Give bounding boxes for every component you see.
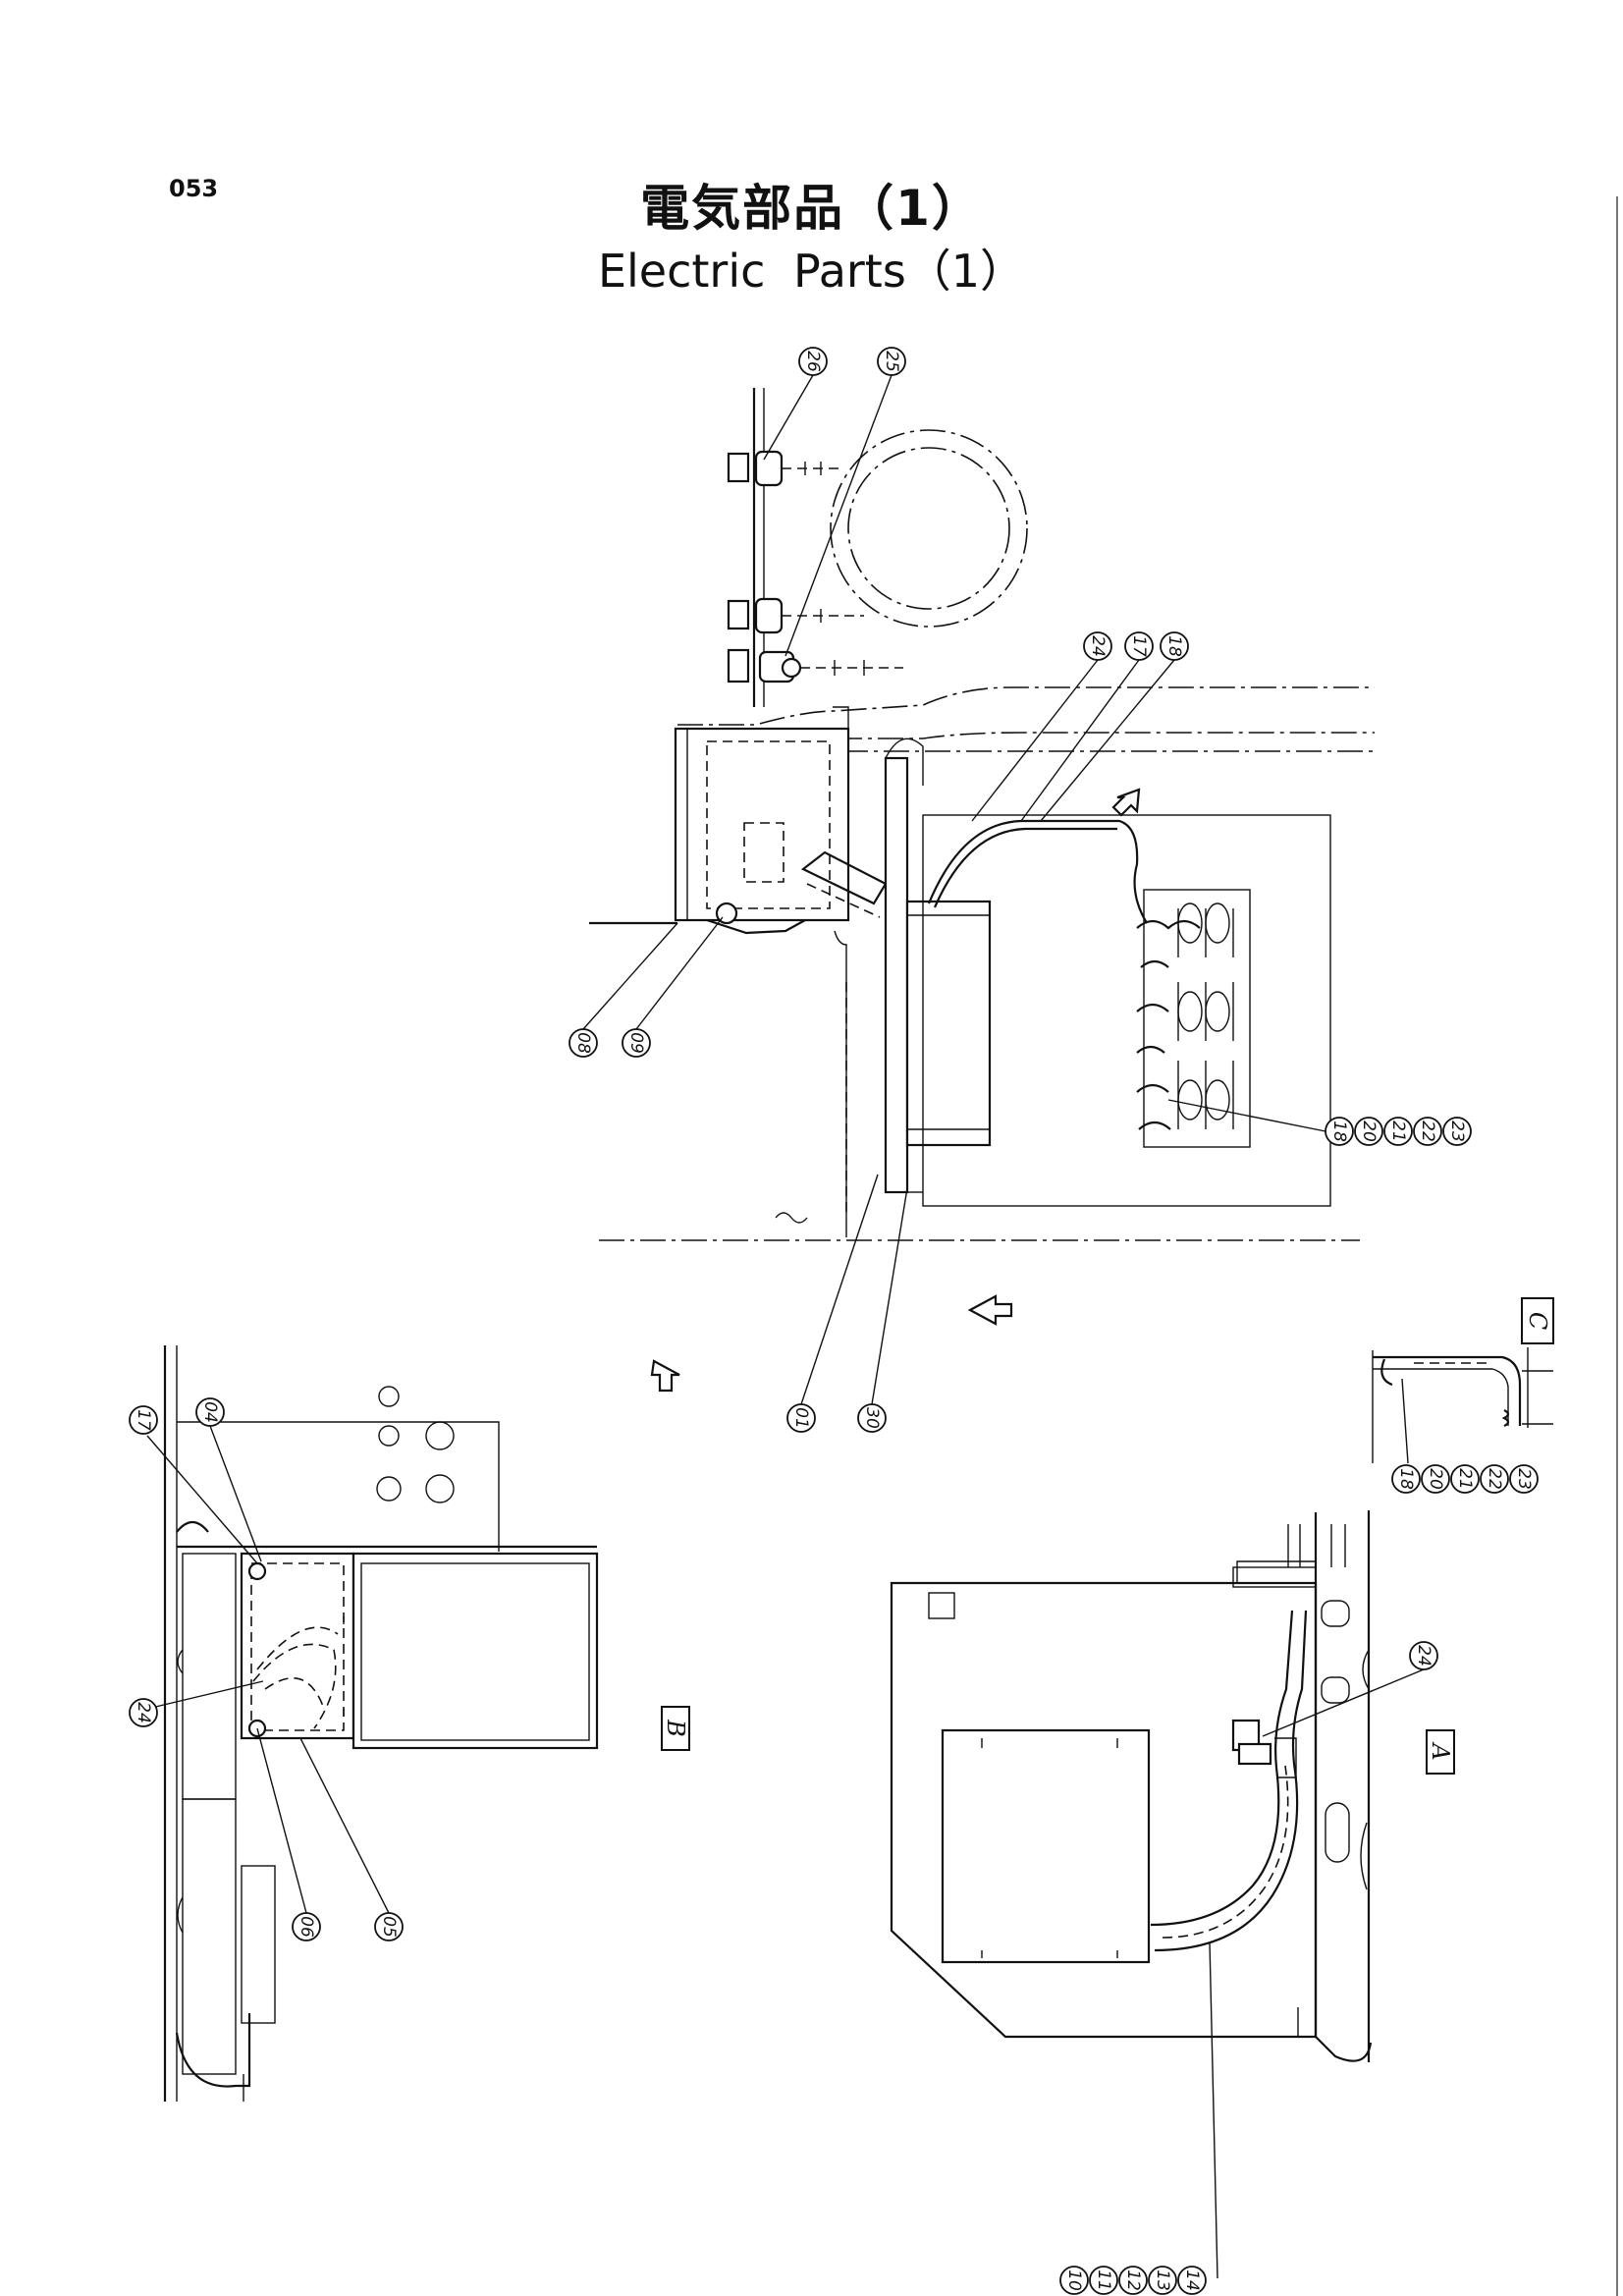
callout-11: 11: [1089, 2266, 1118, 2295]
callout-24-top: 24: [1083, 631, 1112, 661]
callout-13: 13: [1148, 2266, 1177, 2295]
callout-24-b: 24: [129, 1698, 158, 1727]
callout-14: 14: [1177, 2266, 1207, 2295]
callout-18-right: 18: [1325, 1117, 1354, 1146]
svg-text:18: 18: [1164, 635, 1184, 657]
view-b-drawing: [146, 1345, 599, 2102]
view-a-drawing: [890, 1510, 1425, 2279]
svg-text:17: 17: [134, 1409, 153, 1431]
callout-06: 06: [292, 1912, 321, 1941]
svg-text:B: B: [662, 1719, 689, 1737]
view-arrow-a: [967, 1294, 1013, 1326]
svg-text:20: 20: [1426, 1468, 1445, 1490]
svg-text:23: 23: [1447, 1121, 1467, 1142]
svg-text:24: 24: [1088, 635, 1108, 657]
svg-text:20: 20: [1359, 1121, 1379, 1142]
view-label-c: C: [1521, 1297, 1554, 1344]
callout-18-c: 18: [1391, 1464, 1421, 1494]
view-label-a: A: [1426, 1729, 1455, 1775]
page-title-japanese: 電気部品（1）: [640, 180, 983, 237]
svg-text:22: 22: [1485, 1468, 1504, 1490]
svg-text:14: 14: [1182, 2269, 1202, 2291]
svg-text:24: 24: [1414, 1645, 1434, 1667]
svg-text:26: 26: [803, 351, 823, 372]
svg-text:18: 18: [1396, 1468, 1416, 1490]
svg-text:06: 06: [297, 1916, 316, 1938]
svg-text:08: 08: [573, 1032, 593, 1054]
page-edge-rule: [1616, 196, 1618, 2296]
callout-25: 25: [877, 347, 906, 376]
callout-09: 09: [622, 1028, 651, 1058]
callout-23-c: 23: [1509, 1464, 1539, 1494]
page-number: 053: [169, 175, 219, 202]
svg-text:13: 13: [1153, 2269, 1172, 2291]
callout-05: 05: [374, 1912, 404, 1941]
callout-10: 10: [1059, 2266, 1089, 2295]
callout-22-right: 22: [1413, 1117, 1442, 1146]
callout-17-top: 17: [1124, 631, 1154, 661]
page-title-english: Electric Parts（1）: [597, 245, 1026, 298]
callout-26: 26: [798, 347, 828, 376]
callout-21-c: 21: [1450, 1464, 1480, 1494]
callout-23-right: 23: [1442, 1117, 1472, 1146]
svg-text:10: 10: [1064, 2269, 1084, 2291]
view-label-b: B: [661, 1706, 690, 1751]
bolt-upper: [727, 450, 844, 487]
terminal-connectors: [1136, 902, 1234, 1130]
svg-text:21: 21: [1388, 1121, 1408, 1142]
bolt-lower: [727, 648, 903, 683]
svg-text:12: 12: [1123, 2269, 1143, 2291]
svg-text:23: 23: [1514, 1468, 1534, 1490]
callout-18-top: 18: [1160, 631, 1189, 661]
svg-text:18: 18: [1329, 1121, 1349, 1142]
svg-text:09: 09: [626, 1032, 646, 1054]
svg-text:21: 21: [1455, 1468, 1475, 1490]
view-arrow-c: [1111, 788, 1141, 817]
view-c-drawing: [1372, 1347, 1553, 1464]
callout-20-c: 20: [1421, 1464, 1450, 1494]
callout-08: 08: [568, 1028, 598, 1058]
svg-text:01: 01: [791, 1407, 811, 1429]
view-arrow-b: [650, 1359, 680, 1393]
svg-text:17: 17: [1129, 635, 1149, 657]
svg-text:24: 24: [134, 1702, 153, 1723]
callout-22-c: 22: [1480, 1464, 1509, 1494]
bolt-middle: [727, 597, 864, 634]
svg-text:C: C: [1524, 1312, 1551, 1330]
svg-text:22: 22: [1418, 1121, 1437, 1142]
callout-20-right: 20: [1354, 1117, 1383, 1146]
callout-17-b: 17: [129, 1405, 158, 1435]
svg-text:04: 04: [200, 1401, 220, 1423]
svg-text:30: 30: [862, 1407, 882, 1429]
svg-text:A: A: [1427, 1741, 1454, 1760]
callout-12: 12: [1118, 2266, 1148, 2295]
callout-21-right: 21: [1383, 1117, 1413, 1146]
main-assembly-view: [582, 374, 1375, 1405]
svg-text:25: 25: [882, 351, 901, 372]
svg-text:11: 11: [1094, 2269, 1113, 2291]
svg-text:05: 05: [379, 1916, 399, 1938]
callout-04: 04: [195, 1397, 225, 1427]
callout-24-a: 24: [1409, 1641, 1438, 1670]
callout-30: 30: [857, 1403, 887, 1433]
callout-01: 01: [786, 1403, 816, 1433]
